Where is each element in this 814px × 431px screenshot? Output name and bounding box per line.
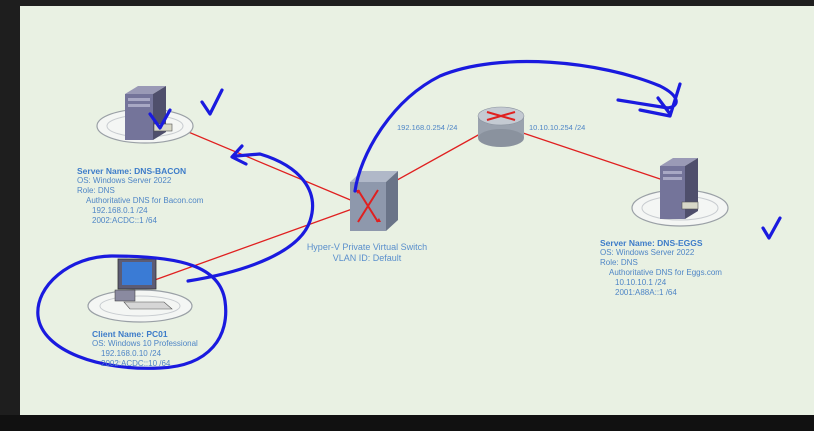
server-name: Server Name: DNS-EGGS: [600, 238, 703, 248]
switch-vlan: VLAN ID: Default: [332, 253, 402, 263]
server-os: OS: Windows Server 2022: [600, 248, 695, 257]
server-name: Server Name: DNS-BACON: [77, 166, 187, 176]
checkmark-icon: [200, 88, 224, 116]
server-ipv4: 10.10.10.1 /24: [615, 278, 667, 287]
link-router-eggs: [519, 131, 676, 185]
client-info: Client Name: PC01 OS: Windows 10 Profess…: [92, 329, 198, 369]
switch-name: Hyper-V Private Virtual Switch: [306, 242, 428, 252]
server-role: Role: DNS: [600, 258, 638, 267]
server-ipv6: 2001:A88A::1 /64: [615, 288, 677, 297]
bottom-bar: [0, 415, 814, 431]
client-ipv6: 2002:ACDC::10 /64: [101, 359, 171, 368]
server-info-eggs: Server Name: DNS-EGGS OS: Windows Server…: [600, 238, 722, 298]
server-icon: [96, 86, 194, 144]
server-ipv4: 192.168.0.1 /24: [92, 206, 148, 215]
server-icon: [631, 158, 729, 227]
checkmark-icon: [148, 108, 172, 130]
diagram-graphics: [36, 59, 782, 370]
client-ipv4: 192.168.0.10 /24: [101, 349, 162, 358]
server-os: OS: Windows Server 2022: [77, 176, 172, 185]
diagram-canvas: Server Name: DNS-BACON OS: Windows Serve…: [20, 6, 814, 415]
router-ip-left: 192.168.0.254 /24: [397, 123, 458, 132]
arrow-annotation: [186, 144, 315, 283]
annotation-strokes: [36, 59, 782, 370]
circle-annotation: [36, 254, 228, 370]
arrow-annotation: [353, 59, 682, 193]
server-desc: Authoritative DNS for Bacon.com: [86, 196, 204, 205]
client-os: OS: Windows 10 Professional: [92, 339, 198, 348]
router-icon: [477, 106, 525, 147]
server-desc: Authoritative DNS for Eggs.com: [609, 268, 722, 277]
server-ipv6: 2002:ACDC::1 /64: [92, 216, 157, 225]
server-role: Role: DNS: [77, 186, 115, 195]
computer-icon: [87, 258, 193, 323]
switch-label: Hyper-V Private Virtual Switch VLAN ID: …: [302, 242, 432, 264]
checkmark-icon: [761, 216, 782, 240]
link-pc-switch: [137, 207, 356, 287]
client-name: Client Name: PC01: [92, 329, 168, 339]
router-ip-right: 10.10.10.254 /24: [529, 123, 586, 132]
server-info-bacon: Server Name: DNS-BACON OS: Windows Serve…: [77, 166, 203, 226]
